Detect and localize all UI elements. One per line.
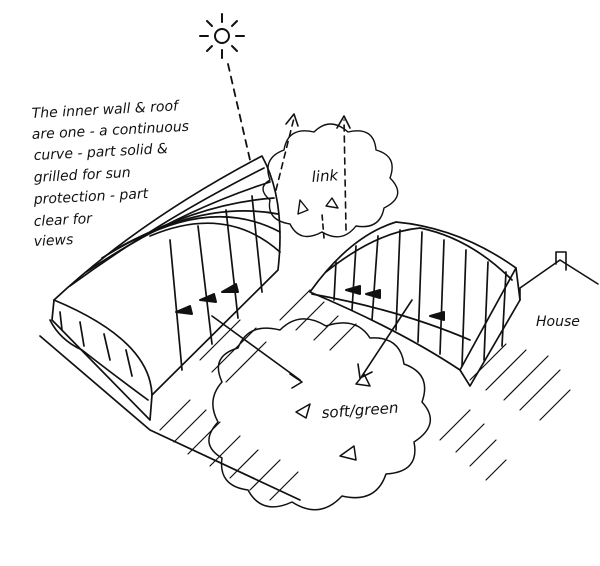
annotation-line: curve - part solid & bbox=[33, 141, 168, 164]
annotation-line: are one - a continuous bbox=[31, 119, 189, 143]
annotation-line: The inner wall & roof bbox=[31, 98, 180, 122]
sun-ray-dashed bbox=[227, 63, 251, 161]
right-view-arrow-icons bbox=[345, 285, 445, 321]
link-foliage bbox=[262, 123, 399, 238]
annotation-line: protection - part bbox=[32, 186, 149, 208]
sun-icon bbox=[199, 13, 245, 59]
up-arrow-icon bbox=[275, 113, 351, 231]
house-outline bbox=[519, 251, 599, 301]
annotation-line: grilled for sun bbox=[33, 165, 131, 186]
house-label: House bbox=[536, 314, 580, 330]
annotation-line: views bbox=[33, 232, 73, 250]
garden-foliage bbox=[208, 318, 431, 511]
right-pavilion bbox=[309, 221, 521, 387]
ground-hatching bbox=[159, 289, 571, 501]
garden-view-arrow-icons bbox=[211, 213, 413, 389]
link-label: link bbox=[311, 166, 340, 186]
left-view-arrow-icons bbox=[175, 283, 239, 315]
garden-label: soft/green bbox=[321, 399, 399, 422]
annotation-line: clear for bbox=[33, 211, 93, 230]
left-pavilion bbox=[39, 155, 301, 501]
